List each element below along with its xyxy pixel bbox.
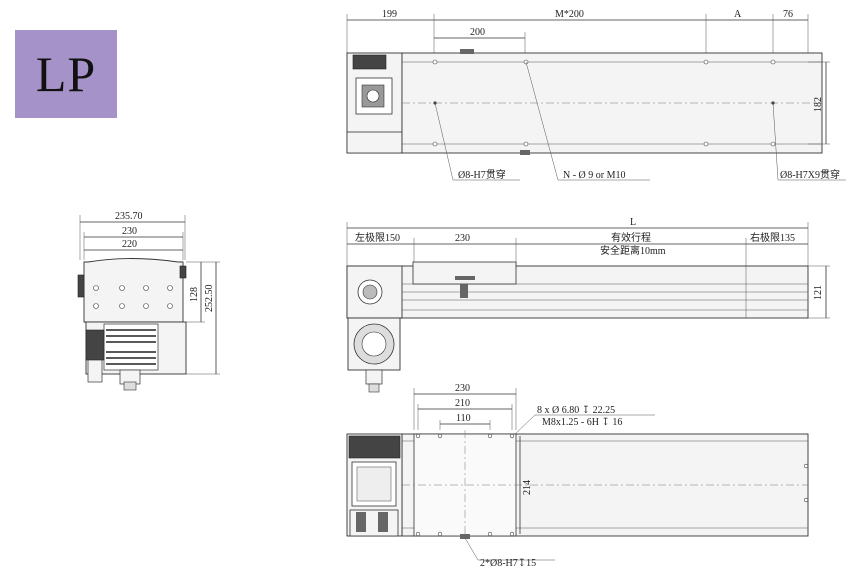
callout-bottom-pins: 2*Ø8-H7↧15 [480, 558, 536, 569]
dim-side-230: 230 [455, 233, 470, 244]
dim-l: L [630, 217, 636, 228]
dim-214: 214 [522, 480, 533, 495]
dim-carriage-210: 210 [455, 398, 470, 409]
callout-tapped-holes-2: M8x1.25 - 6H ↧ 16 [542, 417, 622, 428]
dim-carriage-110: 110 [456, 413, 471, 424]
dim-121: 121 [813, 285, 824, 300]
dim-182: 182 [813, 97, 824, 112]
dim-200: 200 [470, 27, 485, 38]
callout-tapped-holes-1: 8 x Ø 6.80 ↧ 22.25 [537, 405, 615, 416]
end-view: 235.70 230 220 [77, 211, 220, 391]
top-view: 199 M*200 A 76 200 182 [346, 9, 846, 181]
effective-stroke: 有效行程 [611, 231, 651, 244]
callout-holes: N - Ø 9 or M10 [563, 170, 626, 181]
dim-76: 76 [783, 9, 793, 20]
dim-235-70: 235.70 [115, 211, 143, 222]
right-limit: 右极限135 [750, 231, 795, 244]
callout-pins-x9: Ø8-H7X9贯穿 [780, 168, 840, 181]
badge-label: LP [35, 46, 97, 102]
side-view: L 左极限150 230 有效行程 安全距离10mm 右极限135 121 [346, 217, 830, 393]
dim-carriage-230: 230 [455, 383, 470, 394]
callout-pin: Ø8-H7贯穿 [458, 168, 506, 181]
dim-m200: M*200 [555, 9, 584, 20]
motor-cap [352, 54, 387, 70]
dim-end-230: 230 [122, 226, 137, 237]
left-limit: 左极限150 [355, 231, 400, 244]
dim-252-50: 252.50 [204, 285, 215, 313]
lp-badge: LP [15, 30, 117, 118]
safety-distance: 安全距离10mm [600, 244, 666, 257]
carriage-side [412, 261, 517, 285]
dim-a: A [734, 9, 742, 20]
dim-199: 199 [382, 9, 397, 20]
carriage-view: 230 210 110 8 x Ø 6.80 ↧ 22.25 M8x1.25 -… [346, 383, 809, 569]
dim-end-220: 220 [122, 239, 137, 250]
dim-128: 128 [189, 287, 200, 302]
